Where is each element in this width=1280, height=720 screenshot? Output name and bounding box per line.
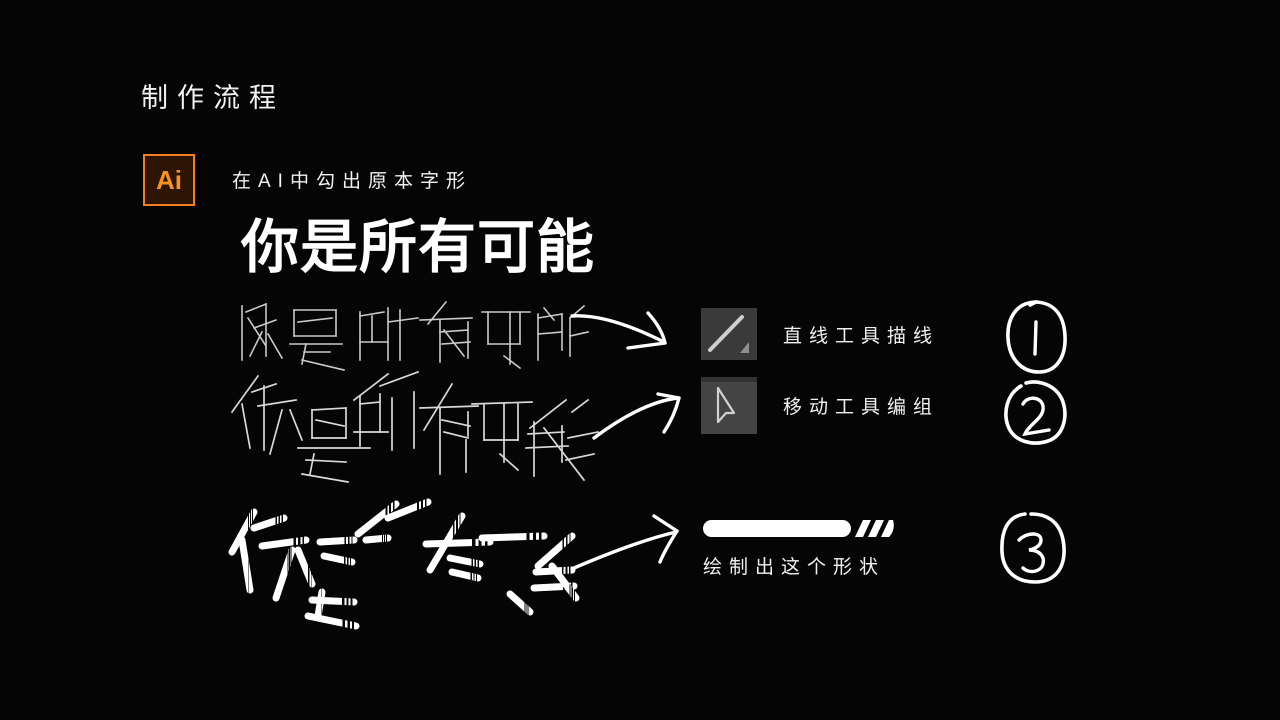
page-title: 制作流程 [141, 83, 285, 113]
glyph-stage-scattered [228, 370, 600, 483]
step-header-caption: 在AI中勾出原本字形 [232, 171, 472, 192]
headline-text: 你是所有可能 [241, 215, 596, 280]
step-2-label: 移动工具编组 [783, 397, 940, 418]
arrow-to-step-1 [570, 300, 690, 355]
line-tool-icon[interactable] [701, 308, 757, 360]
step-number-3 [995, 508, 1071, 588]
step-1-label: 直线工具描线 [783, 325, 940, 347]
step-row-2: 移动工具编组 [701, 377, 939, 434]
arrow-to-step-3 [572, 512, 688, 574]
striped-bar-shape [703, 518, 895, 540]
glyph-stage-striped [228, 498, 580, 636]
move-tool-icon[interactable] [701, 377, 757, 434]
adobe-illustrator-icon: Ai [143, 154, 195, 206]
arrow-to-step-2 [592, 386, 690, 442]
glyph-stage-outline [232, 298, 589, 371]
step-number-1 [1003, 298, 1071, 376]
step-row-1: 直线工具描线 [701, 308, 939, 360]
step-3-label: 绘制出这个形状 [703, 557, 886, 578]
step-number-2 [999, 376, 1071, 448]
